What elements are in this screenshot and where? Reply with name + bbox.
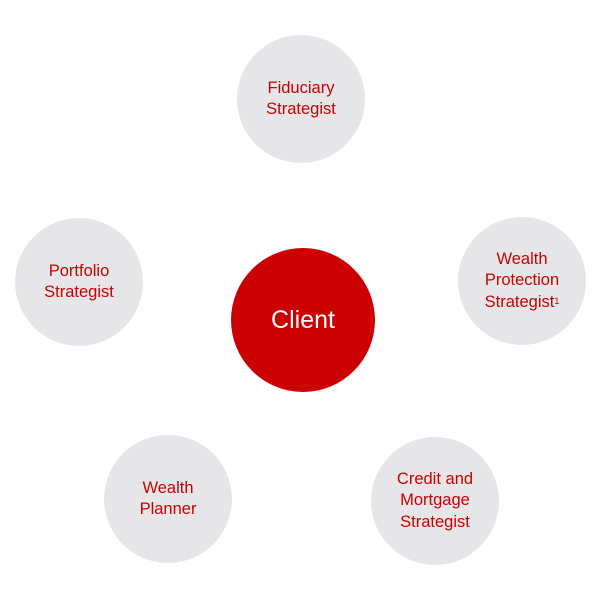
- fiduciary-strategist-node: Fiduciary Strategist: [237, 35, 365, 163]
- client-label: Client: [271, 305, 335, 334]
- fiduciary-strategist-label: Fiduciary Strategist: [266, 78, 336, 119]
- portfolio-strategist-node: Portfolio Strategist: [15, 218, 143, 346]
- wealth-protection-strategist-text: Wealth Protection Strategist1: [485, 249, 560, 314]
- credit-mortgage-strategist-label: Credit and Mortgage Strategist: [396, 469, 474, 531]
- credit-mortgage-strategist-node: Credit and Mortgage Strategist: [371, 437, 499, 565]
- wealth-protection-strategist-node: Wealth Protection Strategist1: [458, 217, 586, 345]
- wealth-protection-strategist-label: Wealth Protection Strategist: [484, 249, 560, 311]
- portfolio-strategist-label: Portfolio Strategist: [44, 261, 114, 302]
- footnote-marker: 1: [554, 295, 560, 306]
- client-node: Client: [231, 248, 375, 392]
- wealth-planner-node: Wealth Planner: [104, 435, 232, 563]
- wealth-planner-label: Wealth Planner: [139, 478, 197, 519]
